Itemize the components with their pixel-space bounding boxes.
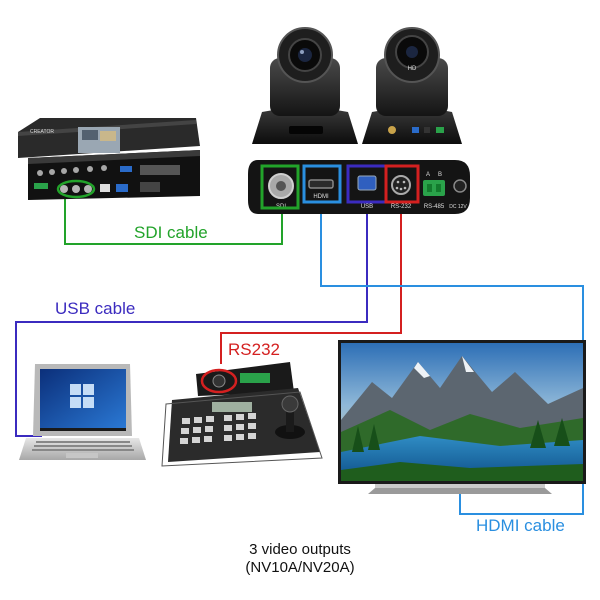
tv-screen	[341, 343, 583, 481]
dc-port-label: DC 12V	[449, 204, 467, 210]
rs232-cable-line	[220, 206, 402, 364]
rs232-highlight-box	[384, 164, 420, 204]
caption-line-1: 3 video outputs	[249, 541, 351, 558]
usb-cable-line	[15, 206, 368, 437]
hdmi-cable-label: HDMI cable	[476, 516, 565, 535]
video-switcher: CREATOR	[18, 118, 200, 200]
sdi-highlight-box	[260, 164, 300, 210]
rs485-port	[423, 180, 445, 196]
sdi-cable-label: SDI cable	[134, 223, 208, 242]
rs485-port-label: RS-485	[424, 204, 445, 210]
usb-port	[357, 175, 377, 191]
windows-logo-icon	[70, 384, 94, 408]
switcher-brand: CREATOR	[30, 129, 54, 135]
rs232-port-label: RS-232	[391, 204, 412, 210]
tv-monitor-icon	[338, 340, 586, 494]
camera-rear-panel: SDI HDMI USB RS-232 A B RS-485 DC 12V	[248, 160, 470, 214]
rs232-cable-label: RS232	[228, 340, 280, 359]
camera-hd-badge: HD	[408, 66, 417, 72]
laptop-icon	[19, 364, 146, 460]
caption: 3 video outputs (NV10A/NV20A)	[150, 541, 450, 577]
switcher-sdi-highlight	[56, 179, 96, 199]
usb-port-label: USB	[361, 204, 373, 210]
ptz-camera-left	[252, 27, 358, 144]
ptz-camera-right: HD	[362, 27, 462, 144]
dc-power-port	[453, 179, 467, 193]
keyboard-controller-icon	[161, 362, 323, 467]
rs485-b-label: B	[438, 172, 442, 178]
sdi-cable-line	[64, 198, 283, 245]
caption-line-2: (NV10A/NV20A)	[245, 559, 355, 576]
hdmi-highlight-box	[302, 164, 342, 204]
hdmi-port	[308, 179, 334, 189]
rs485-a-label: A	[426, 172, 430, 178]
hdmi-port-label: HDMI	[313, 194, 329, 200]
rs232-port	[391, 175, 411, 195]
controller-rs232-highlight	[200, 368, 238, 394]
joystick	[281, 395, 299, 413]
usb-cable-label: USB cable	[55, 299, 136, 318]
